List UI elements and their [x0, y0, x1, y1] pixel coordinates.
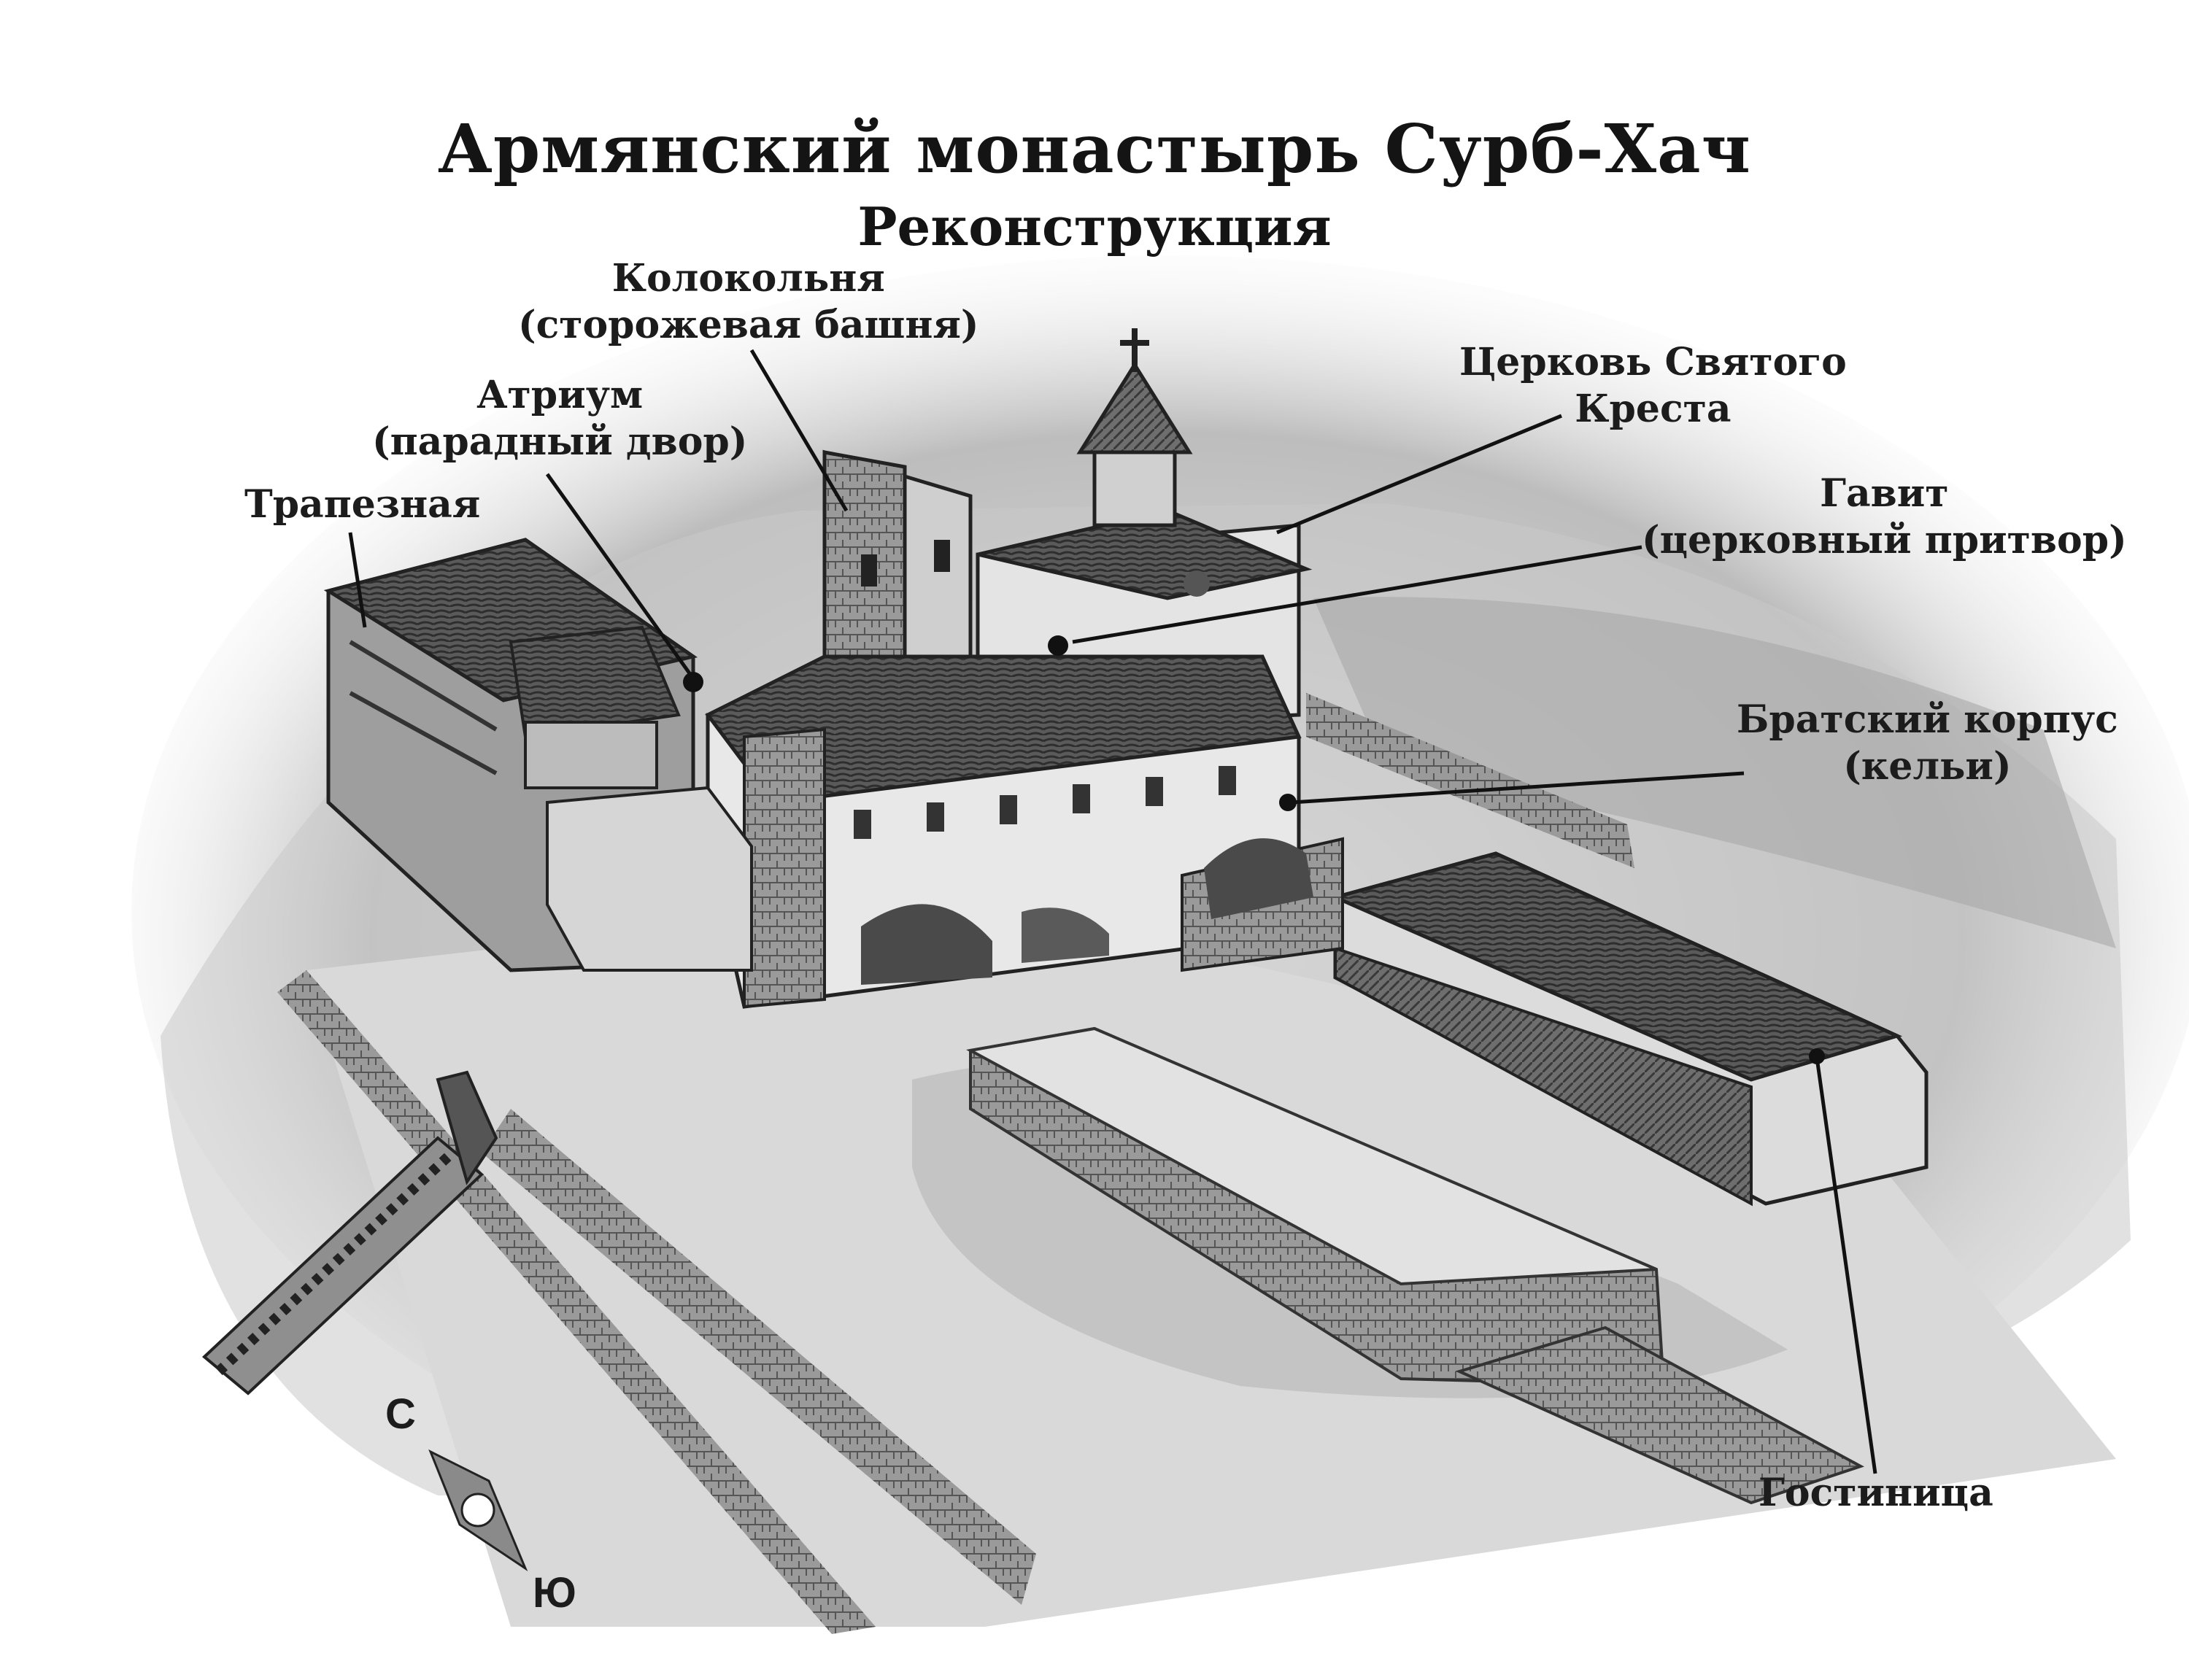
- label-belfry-name: Колокольня: [611, 256, 885, 301]
- compass-north-label: С: [385, 1390, 416, 1438]
- label-atrium-name: Атриум: [476, 373, 644, 417]
- gavit-building: [546, 654, 1302, 1009]
- leader-gavit: [1072, 545, 1642, 644]
- label-atrium-note: (парадный двор): [372, 419, 748, 464]
- leader-lines: [348, 349, 1877, 1474]
- label-church-name: Церковь Святого: [1459, 340, 1847, 384]
- label-belfry-note: (сторожевая башня): [518, 303, 979, 347]
- diagram-subtitle: Реконструкция: [857, 196, 1332, 258]
- label-church: Церковь Святого Креста: [1459, 339, 1847, 433]
- leader-cells: [1291, 771, 1745, 805]
- label-atrium: Атриум (парадный двор): [372, 372, 747, 465]
- leader-hotel: [1815, 1057, 1877, 1474]
- label-refectory: Трапезная: [244, 482, 481, 527]
- hotel-building: [1181, 837, 1929, 1207]
- label-hotel: Гостиница: [1758, 1471, 1993, 1515]
- leader-refectory: [348, 532, 367, 628]
- label-gavit-name: Гавит: [1820, 471, 1949, 516]
- label-gavit: Гавит (церковный притвор): [1642, 471, 2127, 564]
- label-cells-name: Братский корпус: [1737, 697, 2118, 742]
- diagram-title: Армянский монастырь Сурб-Хач: [437, 109, 1752, 188]
- label-belfry: Колокольня (сторожевая башня): [518, 255, 979, 349]
- leader-atrium: [545, 473, 695, 680]
- leader-belfry: [749, 349, 849, 512]
- label-cells-note: (кельи): [1843, 744, 2012, 789]
- label-cells: Братский корпус (кельи): [1737, 697, 2118, 790]
- gate-staircase: [201, 1070, 498, 1396]
- leader-dots: [683, 635, 1825, 1064]
- gavit-windows: [854, 766, 1236, 839]
- label-church-name-cont: Креста: [1575, 387, 1731, 431]
- refectory-building: [323, 538, 698, 972]
- retaining-walls: [277, 693, 1865, 1634]
- belfry-tower: [822, 449, 973, 717]
- leader-church: [1276, 414, 1562, 535]
- compass-south-label: Ю: [533, 1569, 576, 1617]
- label-gavit-note: (церковный притвор): [1642, 518, 2127, 562]
- compass-arrow: [428, 1449, 528, 1571]
